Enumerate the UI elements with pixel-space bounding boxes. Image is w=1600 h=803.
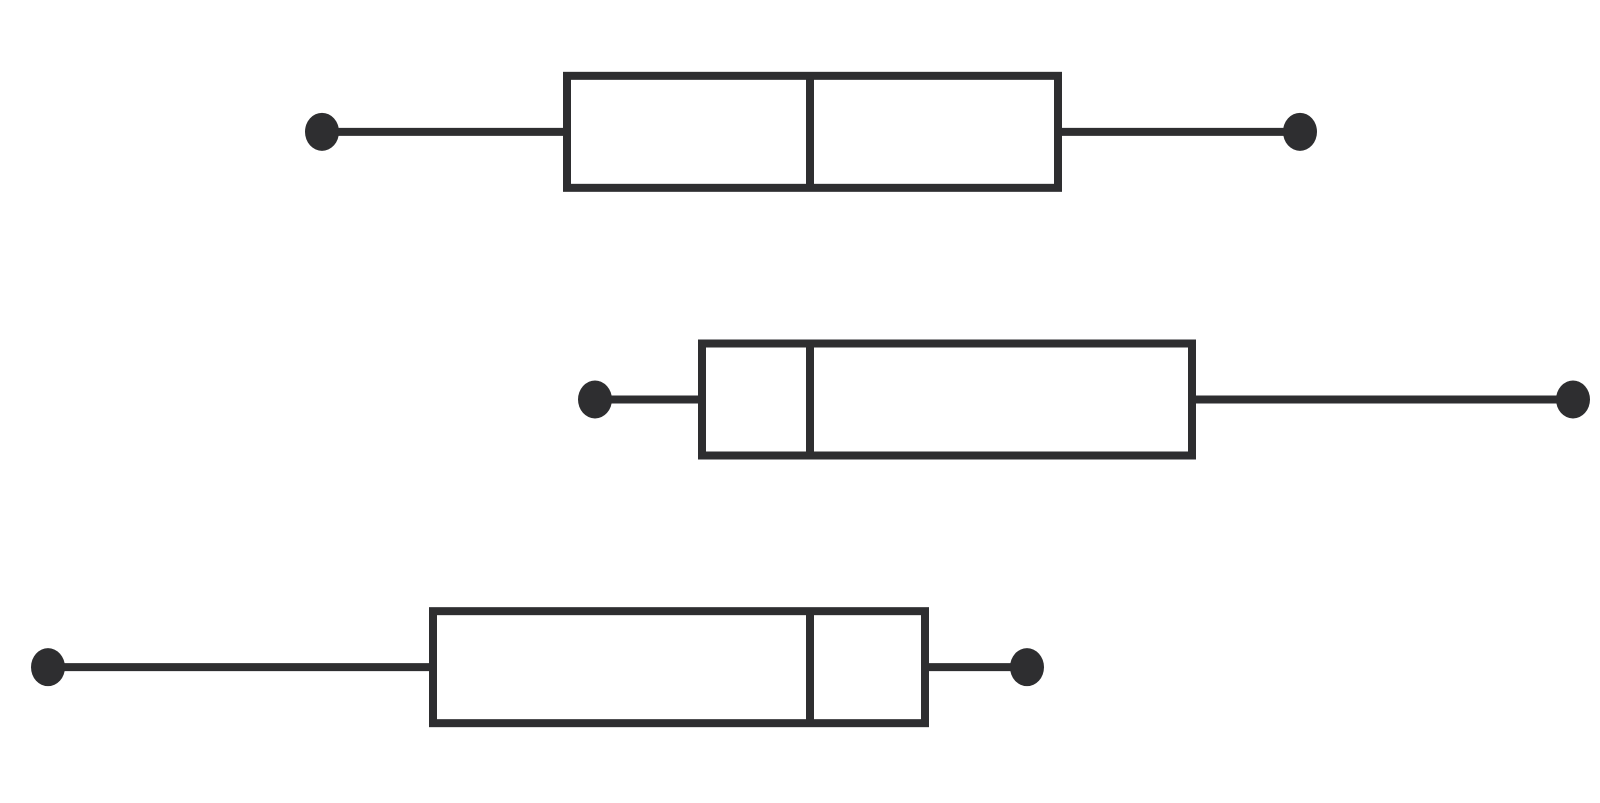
max-point-3 — [1010, 648, 1044, 687]
max-point-2 — [1556, 380, 1590, 419]
max-point-1 — [1283, 112, 1317, 151]
iqr-box-2 — [698, 339, 1196, 460]
box-group-3 — [31, 607, 1044, 728]
box-group-1 — [305, 71, 1317, 192]
min-point-1 — [305, 112, 339, 151]
box-group-2 — [578, 339, 1590, 460]
min-point-2 — [578, 380, 612, 419]
min-point-3 — [31, 648, 65, 687]
iqr-box-3 — [429, 607, 929, 728]
